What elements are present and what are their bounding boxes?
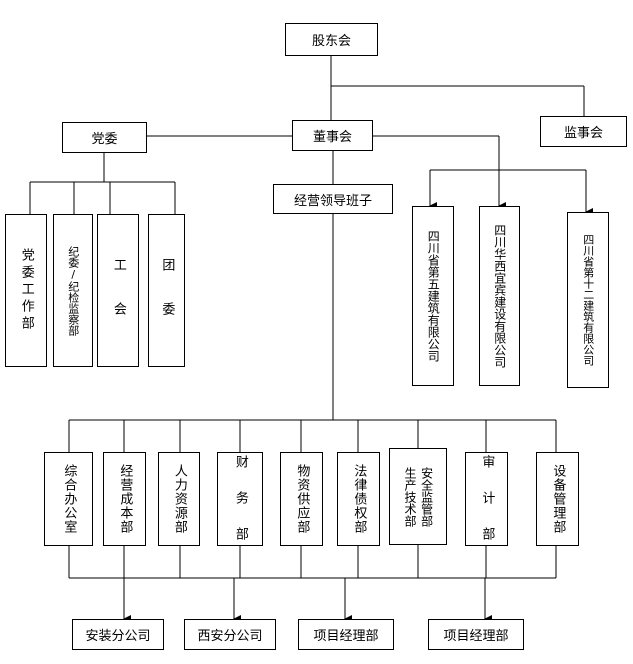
branch-box-3: 项目经理部: [428, 619, 524, 650]
dept-label-2: 人力资源部: [171, 464, 187, 534]
branch-label-2: 项目经理部: [313, 629, 379, 644]
dept-box-4: 物资供应部: [280, 452, 323, 546]
branch-box-2: 项目经理部: [298, 619, 394, 650]
branch-label-0: 安装分公司: [85, 629, 151, 644]
dept-label-6: 安全监管部: [419, 466, 434, 527]
supervisors-label: 监事会: [563, 126, 603, 141]
dept-box-5: 法律债权部: [337, 452, 380, 546]
party-unit-label-2: 工 会: [110, 258, 126, 323]
party-unit-box-2: 工 会: [97, 214, 139, 367]
dept-label-7: 生产技术部: [403, 466, 417, 527]
shareholders-box: 股东会: [285, 23, 378, 56]
company-box-0: 四川省第五建筑有限公司: [412, 206, 454, 386]
dept-box-8: 审 计 部: [465, 452, 508, 546]
company-label-0: 四川省第五建筑有限公司: [426, 230, 441, 362]
branch-label-1: 西安分公司: [197, 629, 263, 644]
dept-label-5: 法律债权部: [351, 464, 367, 534]
party-committee-label: 党委: [91, 132, 118, 147]
board-label: 董事会: [312, 130, 352, 145]
dept-box-1: 经营成本部: [103, 452, 146, 546]
dept-box-6: 安全监管部 生产技术部: [389, 448, 447, 545]
company-label-1: 四川华西宜宾建设有限公司: [492, 224, 507, 368]
dept-label-9: 设备管理部: [550, 464, 566, 534]
party-unit-label-0: 党委工作部: [18, 248, 34, 333]
company-box-2: 四川省第十二建筑有限公司: [567, 212, 609, 388]
dept-label-4: 物资供应部: [294, 464, 310, 534]
party-unit-box-0: 党委工作部: [5, 214, 47, 367]
dept-label-1: 经营成本部: [117, 464, 133, 534]
dept-box-3: 财 务 部: [217, 452, 263, 546]
branch-label-3: 项目经理部: [443, 629, 509, 644]
branch-box-1: 西安分公司: [184, 619, 276, 650]
party-unit-box-1: 纪委/纪检监察部: [53, 214, 93, 367]
party-unit-box-3: 团 委: [148, 214, 185, 367]
branch-box-0: 安装分公司: [72, 619, 164, 650]
shareholders-label: 股东会: [311, 34, 351, 49]
company-label-2: 四川省第十二建筑有限公司: [581, 234, 595, 366]
company-box-1: 四川华西宜宾建设有限公司: [479, 206, 520, 386]
dept-box-0: 综合办公室: [44, 452, 93, 546]
board-box: 董事会: [292, 120, 373, 151]
management-team-label: 经营领导班子: [293, 193, 372, 209]
party-unit-label-1: 纪委/纪检监察部: [66, 245, 80, 336]
dept-box-9: 设备管理部: [536, 452, 579, 546]
management-team-box: 经营领导班子: [273, 184, 393, 214]
dept-label-8: 审 计 部: [479, 454, 495, 544]
supervisors-box: 监事会: [540, 116, 627, 147]
dept-box-2: 人力资源部: [158, 452, 200, 546]
party-committee-box: 党委: [62, 122, 147, 153]
dept-label-0: 综合办公室: [61, 464, 77, 534]
dept-label-3: 财 务 部: [232, 454, 248, 544]
party-unit-label-3: 团 委: [159, 258, 175, 323]
